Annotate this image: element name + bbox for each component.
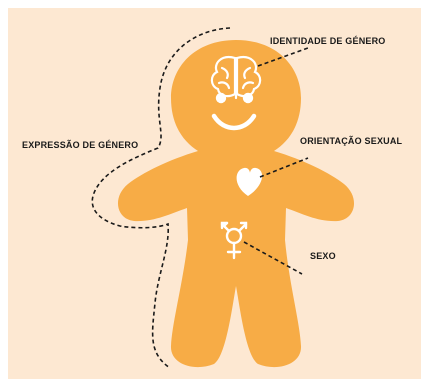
left-eye [215, 92, 227, 104]
orientation-pointer-line [259, 157, 309, 178]
gender-identity-label: IDENTIDADE DE GÉNERO [270, 36, 386, 46]
expression-dashed-outline [91, 27, 231, 369]
gender-expression-label: EXPRESSÃO DE GÉNERO [22, 140, 139, 150]
diagram-canvas: IDENTIDADE DE GÉNERO EXPRESSÃO DE GÉNERO… [8, 8, 421, 379]
smile [211, 113, 257, 131]
sexual-orientation-label: ORIENTAÇÃO SEXUAL [300, 136, 403, 146]
gingerbread-body [117, 40, 355, 368]
identity-pointer-line [257, 47, 309, 67]
heart-icon [236, 167, 263, 196]
gingerbread-figure-diagram [91, 27, 355, 369]
transgender-symbol-icon [220, 221, 248, 260]
right-eye [242, 92, 254, 104]
sex-label: SEXO [310, 251, 336, 261]
